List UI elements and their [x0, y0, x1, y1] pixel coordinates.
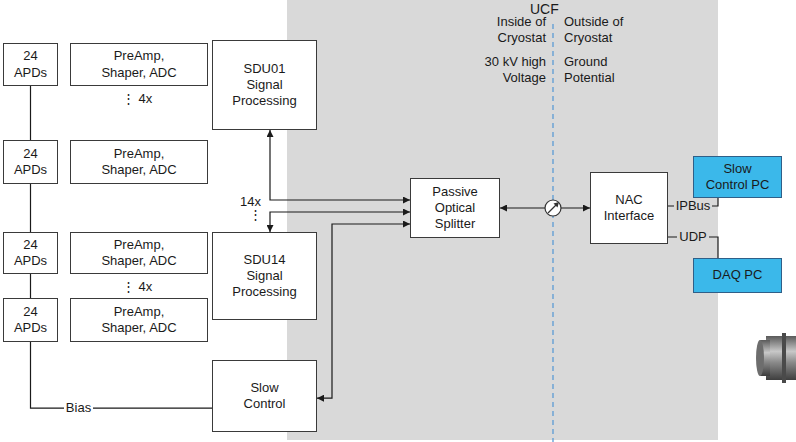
signal-processing-unit: SDU01 Signal Processing	[212, 40, 317, 130]
pc-box: Slow Control PC	[693, 156, 782, 198]
region-label: ⋮ 4x	[122, 279, 182, 295]
region-label: Ground Potential	[564, 54, 628, 87]
node-text: 24 APDs	[10, 237, 52, 270]
region-label: Inside of Cryostat	[482, 14, 546, 47]
label-text: 30 kV high Voltage	[476, 54, 546, 87]
node-text: PreAmp, Shaper, ADC	[94, 237, 184, 270]
node-text: SDU01 Signal Processing	[229, 61, 301, 110]
nac-interface: NAC Interface	[590, 172, 668, 244]
label-text: ⋮	[249, 207, 269, 223]
connector	[30, 184, 31, 232]
node-text: SDU14 Signal Processing	[229, 252, 301, 301]
node-text: Slow Control PC	[704, 161, 772, 194]
readout-chain: PreAmp, Shaper, ADC	[70, 298, 208, 342]
node-text: DAQ PC	[713, 267, 763, 283]
node-text: PreAmp, Shaper, ADC	[94, 48, 184, 81]
apd-array: 24 APDs	[3, 43, 58, 86]
label-text: IPBus	[676, 198, 711, 214]
region-label: 30 kV high Voltage	[476, 54, 546, 87]
label-text: ⋮ 4x	[122, 279, 182, 295]
connector	[30, 274, 31, 298]
node-text: PreAmp, Shaper, ADC	[94, 304, 184, 337]
connector-label: Bias	[64, 400, 93, 416]
region-label: ⋮	[249, 207, 269, 223]
label-text: UDP	[679, 229, 706, 245]
label-text: Bias	[66, 400, 91, 416]
optical-splitter: Passive Optical Splitter	[410, 178, 500, 238]
slow-control-box: Slow Control	[212, 360, 317, 432]
apd-array: 24 APDs	[3, 298, 58, 342]
connector	[30, 86, 31, 140]
region-label: Outside of Cryostat	[564, 14, 632, 47]
label-text: ⋮ 4x	[122, 91, 182, 107]
readout-chain: PreAmp, Shaper, ADC	[70, 140, 208, 184]
apd-array: 24 APDs	[3, 140, 58, 184]
node-text: NAC Interface	[598, 192, 660, 225]
node-text: Slow Control	[236, 380, 294, 413]
node-text: Passive Optical Splitter	[427, 184, 483, 233]
connector	[31, 342, 213, 408]
connector-label: IPBus	[674, 198, 713, 214]
pc-box: DAQ PC	[693, 258, 782, 293]
region-label: ⋮ 4x	[122, 91, 182, 107]
readout-chain: PreAmp, Shaper, ADC	[70, 43, 208, 86]
feedthrough-photo	[756, 333, 796, 383]
readout-chain: PreAmp, Shaper, ADC	[70, 232, 208, 274]
node-text: PreAmp, Shaper, ADC	[94, 146, 184, 179]
signal-processing-unit: SDU14 Signal Processing	[212, 232, 317, 320]
node-text: 24 APDs	[10, 146, 52, 179]
node-text: 24 APDs	[10, 304, 52, 337]
connector-label: UDP	[677, 229, 708, 245]
label-text: Ground Potential	[564, 54, 628, 87]
apd-array: 24 APDs	[3, 232, 58, 274]
label-text: Inside of Cryostat	[482, 14, 546, 47]
node-text: 24 APDs	[10, 48, 52, 81]
label-text: Outside of Cryostat	[564, 14, 632, 47]
